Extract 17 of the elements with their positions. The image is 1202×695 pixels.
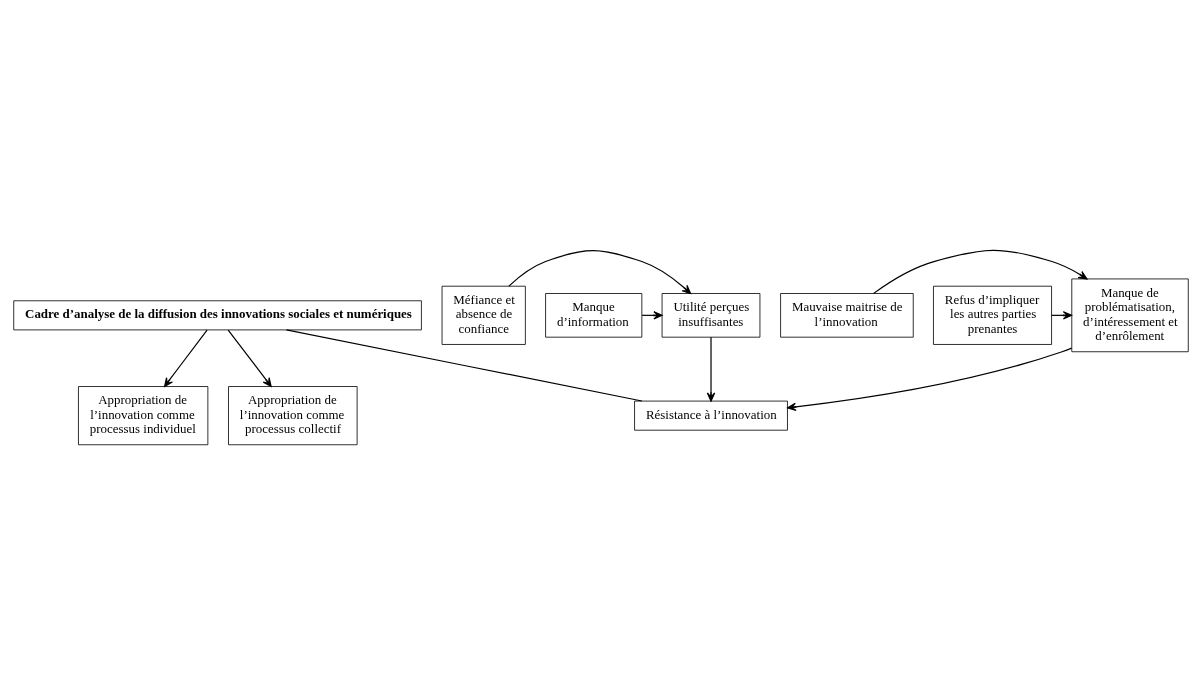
node-box: Manque de problématisation, d’intéressement et d’enrôlement [1071, 278, 1189, 353]
arrow [164, 329, 208, 387]
arrow [873, 249, 1088, 294]
node-box: Appropriation de l’innovation comme processus collectif [228, 386, 358, 446]
arrow [706, 336, 716, 402]
node-box: Utilité perçues insuffisantes [661, 293, 761, 338]
node-box: Résistance à l’innovation [634, 400, 788, 431]
arrow [227, 329, 272, 387]
node-box: Appropriation de l’innovation comme processus individuel [78, 386, 209, 446]
node-box: Cadre d’analyse de la diffusion des innovations sociales et numériques [13, 300, 422, 331]
arrow [508, 250, 692, 295]
node-box: Manque d’information [545, 293, 643, 338]
connector [285, 329, 643, 402]
node-box: Méfiance et absence de confiance [441, 285, 526, 345]
node-box: Mauvaise maitrise de l’innovation [780, 293, 914, 338]
node-box: Refus d’impliquer les autres parties prenantes [933, 285, 1052, 345]
arrow [787, 347, 1073, 412]
